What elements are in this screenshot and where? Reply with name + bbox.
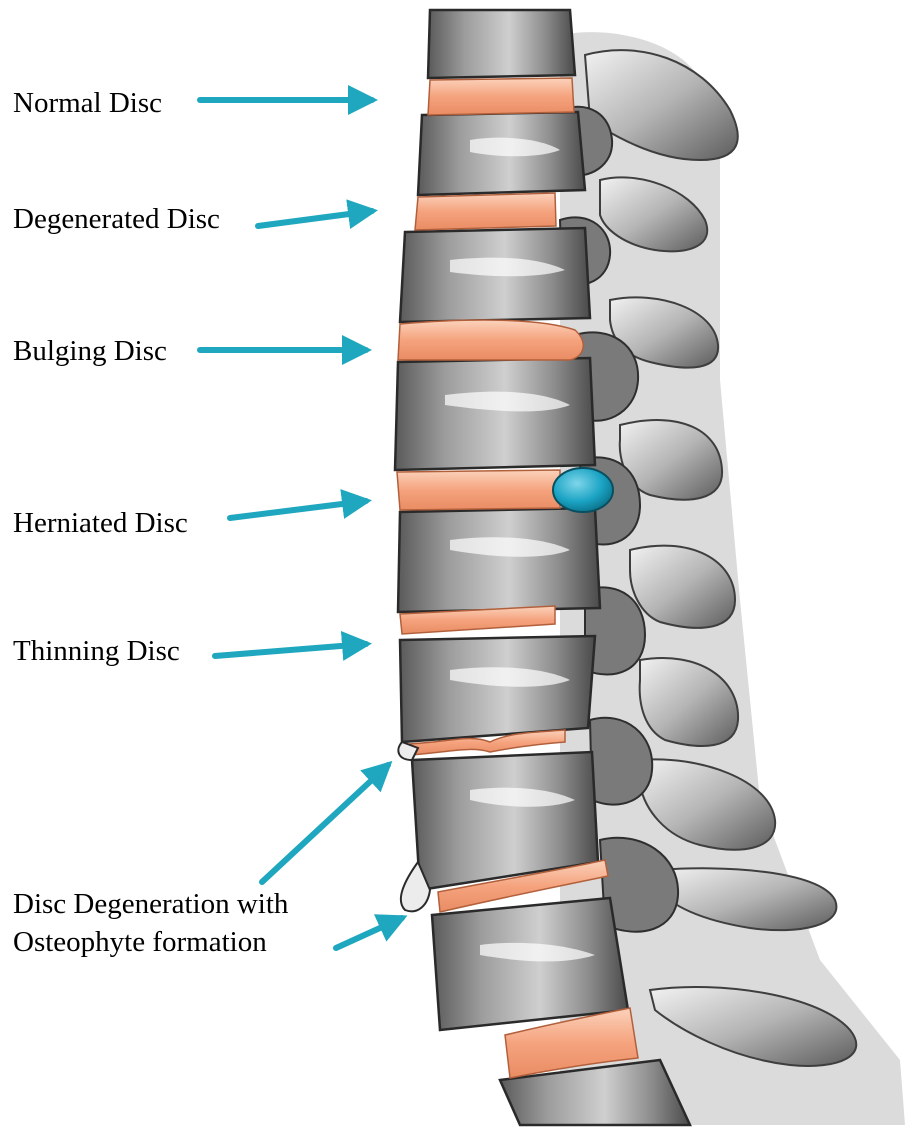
label-thinning-disc: Thinning Disc [13, 634, 180, 668]
label-osteophyte-line1: Disc Degeneration with [13, 887, 288, 921]
arrows [200, 100, 402, 948]
disc-degenerated [415, 193, 556, 230]
vertebra-4 [395, 358, 595, 470]
label-herniated-disc: Herniated Disc [13, 506, 188, 540]
arrow-thinning [215, 644, 366, 656]
disc-herniated [397, 470, 560, 510]
label-degenerated-disc: Degenerated Disc [13, 202, 220, 236]
arrow-degenerated [258, 211, 372, 226]
disc-normal [428, 78, 574, 115]
vertebra-5 [398, 508, 600, 612]
vertebra-8 [432, 898, 628, 1030]
label-osteophyte-line2: Osteophyte formation [13, 925, 267, 959]
vertebra-6 [400, 636, 595, 742]
label-bulging-disc: Bulging Disc [13, 334, 167, 368]
vertebra-1 [428, 10, 575, 78]
spine-illustration [395, 10, 905, 1125]
disc-bulging [398, 320, 583, 360]
arrow-osteophyte-upper [262, 765, 388, 882]
arrow-osteophyte-lower [336, 918, 402, 948]
arrow-herniated [230, 501, 366, 518]
label-normal-disc: Normal Disc [13, 86, 162, 120]
herniation-blob [553, 468, 613, 512]
